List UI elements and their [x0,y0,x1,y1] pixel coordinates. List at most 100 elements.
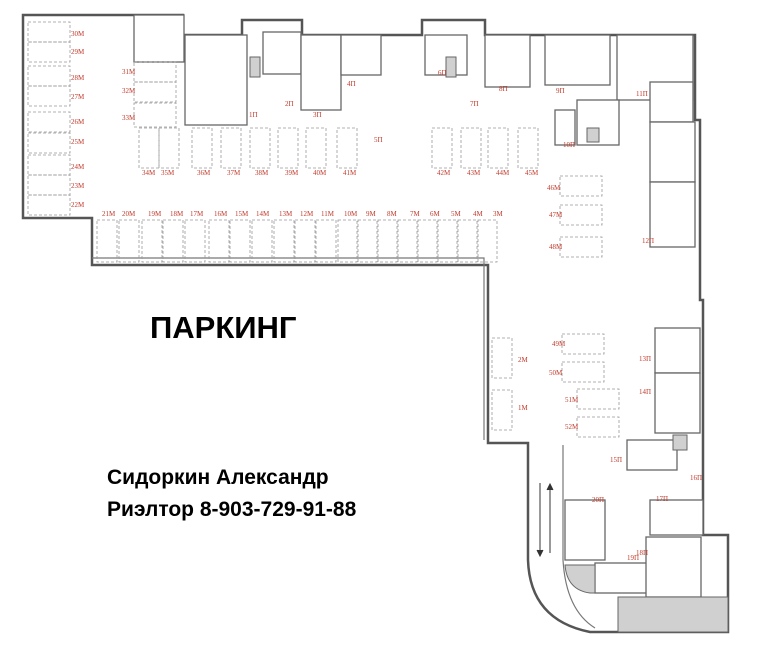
parking-spot-2m [491,337,513,379]
parking-spot-label: 10M [344,210,358,218]
parking-spot-label: 36M [197,169,211,177]
parking-spot-label: 3M [493,210,504,218]
parking-spot-label: 17M [190,210,204,218]
parking-spot-label: 16M [214,210,228,218]
storage-room-label: 2П [285,100,294,108]
parking-spot-label: 47M [549,211,563,219]
parking-spot-21m [96,219,118,263]
parking-spot-10m [337,219,358,263]
parking-spot-label: 50M [549,369,563,377]
parking-spot-label: 2M [518,356,529,364]
parking-spot-37m [220,127,242,169]
parking-spot-label: 45M [525,169,539,177]
parking-spot-label: 7M [410,210,421,218]
parking-spot-label: 42M [437,169,451,177]
parking-spot-label: 29M [71,48,85,56]
parking-spot-label: 33M [122,114,136,122]
parking-spot-51m [576,388,620,410]
parking-spot-45m [517,127,539,169]
contact-name: Сидоркин Александр [107,466,329,489]
parking-spot-label: 12M [300,210,314,218]
parking-spot-35m [158,127,180,169]
parking-spot-24m [27,154,71,176]
parking-spot-label: 21M [102,210,116,218]
parking-spot-6m [417,219,438,263]
storage-room-label: 16П [690,474,702,482]
parking-spot-22m [27,194,71,216]
parking-spot-14m [251,219,273,263]
storage-room-label: 5П [374,136,383,144]
parking-spot-label: 24M [71,163,85,171]
parking-spot-label: 38M [255,169,269,177]
storage-room-label: 6П [438,69,447,77]
parking-spot-label: 23M [71,182,85,190]
parking-spot-label: 40M [313,169,327,177]
storage-room-label: 10П [563,141,575,149]
parking-spot-label: 27M [71,93,85,101]
parking-spot-label: 20M [122,210,136,218]
storage-room-label: 9П [556,87,565,95]
storage-room-label: 8П [499,85,508,93]
storage-room-label: 1П [249,111,258,119]
parking-spot-28m [27,65,71,87]
parking-spot-label: 15M [235,210,249,218]
parking-spot-label: 26M [71,118,85,126]
parking-spot-4m [457,219,478,263]
parking-spot-23m [27,174,71,196]
parking-spot-43m [460,127,482,169]
parking-spot-label: 49M [552,340,566,348]
parking-spot-27m [27,85,71,107]
parking-spot-11m [315,219,337,263]
storage-room-label: 17П [656,495,668,503]
parking-spot-label: 37M [227,169,241,177]
parking-spot-40m [305,127,327,169]
parking-spot-label: 44M [496,169,510,177]
parking-spot-46m [559,175,603,197]
parking-spot-label: 25M [71,138,85,146]
storage-room-label: 15П [610,456,622,464]
parking-spot-label: 28M [71,74,85,82]
storage-room-label: 18П [636,549,648,557]
parking-spot-3m [477,219,498,263]
elevator-shaft [672,434,688,451]
parking-spot-1m [491,389,513,431]
parking-spot-18m [162,219,184,263]
parking-spot-label: 1M [518,404,529,412]
elevator-shaft [586,127,600,143]
parking-spot-label: 52M [565,423,579,431]
parking-spot-38m [249,127,271,169]
parking-spot-label: 11M [321,210,335,218]
contact-phone: Риэлтор 8-903-729-91-88 [107,498,357,521]
parking-spot-label: 8M [387,210,398,218]
storage-room-label: 11П [636,90,648,98]
parking-spot-label: 32M [122,87,136,95]
parking-spot-48m [559,236,603,258]
parking-spot-30m [27,21,71,43]
parking-spot-label: 19M [148,210,162,218]
parking-spot-label: 43M [467,169,481,177]
parking-spot-31m [133,61,177,83]
parking-spot-52m [576,416,620,438]
parking-spot-42m [431,127,453,169]
parking-spot-19m [141,219,163,263]
parking-spot-label: 30M [71,30,85,38]
parking-spot-label: 18M [170,210,184,218]
parking-spot-33m [133,102,177,128]
storage-room-label: 20П [592,496,604,504]
parking-spot-label: 34M [142,169,156,177]
storage-room-label: 3П [313,111,322,119]
parking-spot-44m [487,127,509,169]
parking-spot-29m [27,41,71,63]
parking-spot-34m [138,127,160,169]
parking-spot-5m [437,219,458,263]
elevator-shaft [445,56,457,78]
parking-spot-20m [118,219,140,263]
parking-spot-label: 35M [161,169,175,177]
parking-spot-label: 22M [71,201,85,209]
parking-spot-50m [561,361,605,383]
parking-spot-7m [397,219,418,263]
parking-spot-label: 6M [430,210,441,218]
parking-spot-26m [27,111,71,133]
